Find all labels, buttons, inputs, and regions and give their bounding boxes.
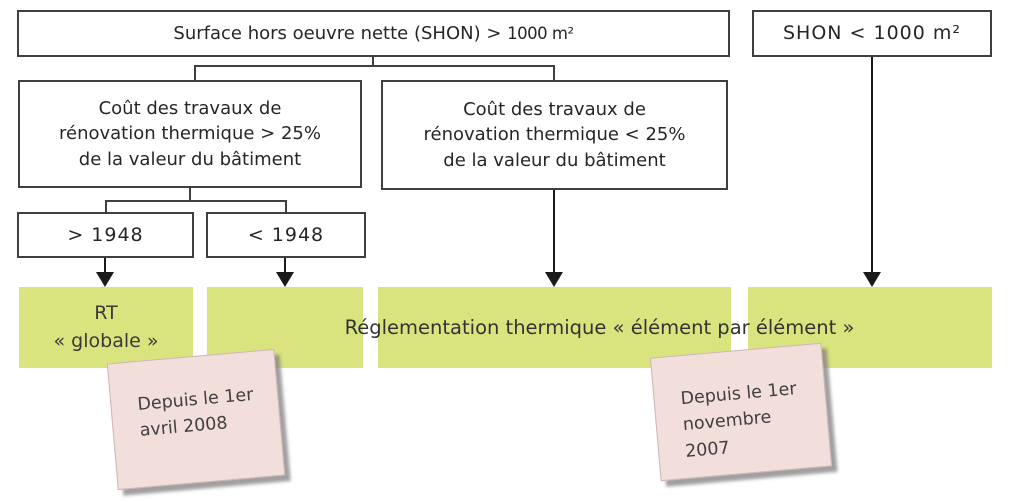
arrow-shon-under-head (863, 272, 881, 287)
connector-cost-crossbar (105, 200, 287, 202)
arrow-year-before-head (276, 272, 294, 287)
node-cost-over-25-line2: rénovation thermique > 25% (59, 123, 321, 145)
node-year-before-1948-label: < 1948 (247, 223, 325, 246)
shon-threshold-value: 1000 m² (507, 23, 574, 43)
node-cost-under-25-line1: Coût des travaux de (463, 99, 646, 121)
outcome-band-segment-3 (378, 287, 731, 368)
node-shon-under-1000-label: SHON < 1000 m² (782, 22, 962, 45)
outcome-rt-globale: RT « globale » (19, 287, 193, 368)
connector-cost-stem (189, 186, 191, 202)
node-cost-over-25-line1: Coût des travaux de (98, 98, 282, 120)
node-shon-over-1000-label: Surface hors oeuvre nette (SHON) > 1000 … (173, 22, 574, 44)
node-cost-under-25: Coût des travaux de rénovation thermique… (381, 80, 728, 190)
arrow-year-after-shaft (104, 258, 106, 276)
connector-shon-stem (372, 55, 374, 67)
outcome-rt-globale-line1: RT (94, 301, 118, 324)
sticky-note-avril-2008: Depuis le 1er avril 2008 (106, 348, 286, 491)
node-cost-over-25: Coût des travaux de rénovation thermique… (18, 80, 362, 188)
node-year-before-1948: < 1948 (206, 212, 366, 258)
node-year-after-1948-label: > 1948 (67, 223, 144, 246)
outcome-rt-element-label: Réglementation thermique « élément par é… (344, 316, 855, 339)
arrow-shon-under-shaft (871, 57, 873, 276)
node-cost-over-25-line3: de la valeur du bâtiment (78, 148, 302, 170)
node-shon-over-1000: Surface hors oeuvre nette (SHON) > 1000 … (17, 10, 730, 57)
connector-cost-drop-right (285, 200, 287, 212)
connector-shon-drop-right (553, 65, 555, 80)
outcome-rt-globale-line2: « globale » (53, 329, 159, 352)
connector-shon-crossbar (194, 65, 555, 67)
sticky-note-novembre-line2: novembre 2007 (682, 407, 773, 462)
arrow-cost-under-head (545, 272, 563, 287)
node-shon-under-1000: SHON < 1000 m² (752, 10, 992, 57)
arrow-cost-under-shaft (553, 190, 555, 276)
connector-shon-drop-left (194, 65, 196, 80)
node-cost-under-25-line2: rénovation thermique < 25% (423, 124, 686, 146)
connector-cost-drop-left (105, 200, 107, 212)
arrow-year-before-shaft (284, 258, 286, 276)
arrow-year-after-head (96, 272, 114, 287)
sticky-note-novembre-2007: Depuis le 1er novembre 2007 (649, 342, 833, 482)
node-cost-under-25-line3: de la valeur du bâtiment (443, 149, 666, 171)
node-year-after-1948: > 1948 (17, 212, 194, 258)
